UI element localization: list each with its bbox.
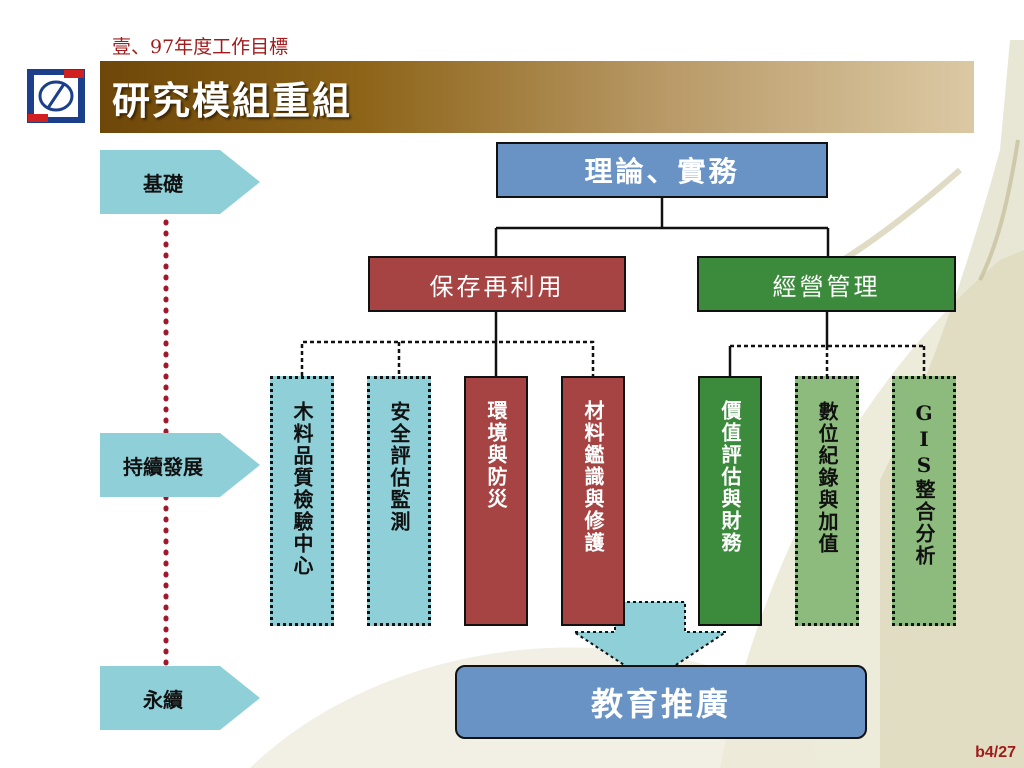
module-safety-monitoring: 安全評估監測 (367, 376, 431, 626)
module-digital-records-label: 數位紀錄與加值 (815, 401, 839, 555)
module-gis-analysis-label: GIS整合分析 (912, 401, 936, 567)
module-wood-testing-center-label: 木料品質檢驗中心 (290, 401, 314, 577)
page-title: 研究模組重組 (112, 78, 353, 123)
module-material-conservation-label: 材料鑑識與修護 (581, 400, 605, 554)
module-safety-monitoring-label: 安全評估監測 (387, 401, 411, 533)
title-bar (100, 61, 974, 133)
stage-sustainability: 永續 (100, 666, 260, 730)
section-subtitle: 壹、97年度工作目標 (112, 36, 289, 58)
module-environment-disaster-label: 環境與防災 (484, 400, 508, 510)
module-wood-testing-center: 木料品質檢驗中心 (270, 376, 334, 626)
stage-foundation: 基礎 (100, 150, 260, 214)
branch-preservation: 保存再利用 (368, 256, 626, 312)
stage-foundation-label: 基礎 (143, 171, 183, 196)
stage-development-label: 持續發展 (123, 454, 203, 479)
module-digital-records: 數位紀錄與加值 (795, 376, 859, 626)
module-environment-disaster: 環境與防災 (464, 376, 528, 626)
module-value-finance-label: 價值評估與財務 (718, 400, 742, 554)
outcome-node: 教育推廣 (455, 665, 867, 739)
root-node: 理論、實務 (496, 142, 828, 198)
module-value-finance: 價值評估與財務 (698, 376, 762, 626)
logo-icon (27, 69, 85, 123)
branch-management: 經營管理 (697, 256, 956, 312)
stage-development: 持續發展 (100, 433, 260, 497)
module-gis-analysis: GIS整合分析 (892, 376, 956, 626)
stage-sustainability-label: 永續 (143, 687, 183, 712)
page-number: b4/27 (975, 744, 1016, 761)
module-material-conservation: 材料鑑識與修護 (561, 376, 625, 626)
